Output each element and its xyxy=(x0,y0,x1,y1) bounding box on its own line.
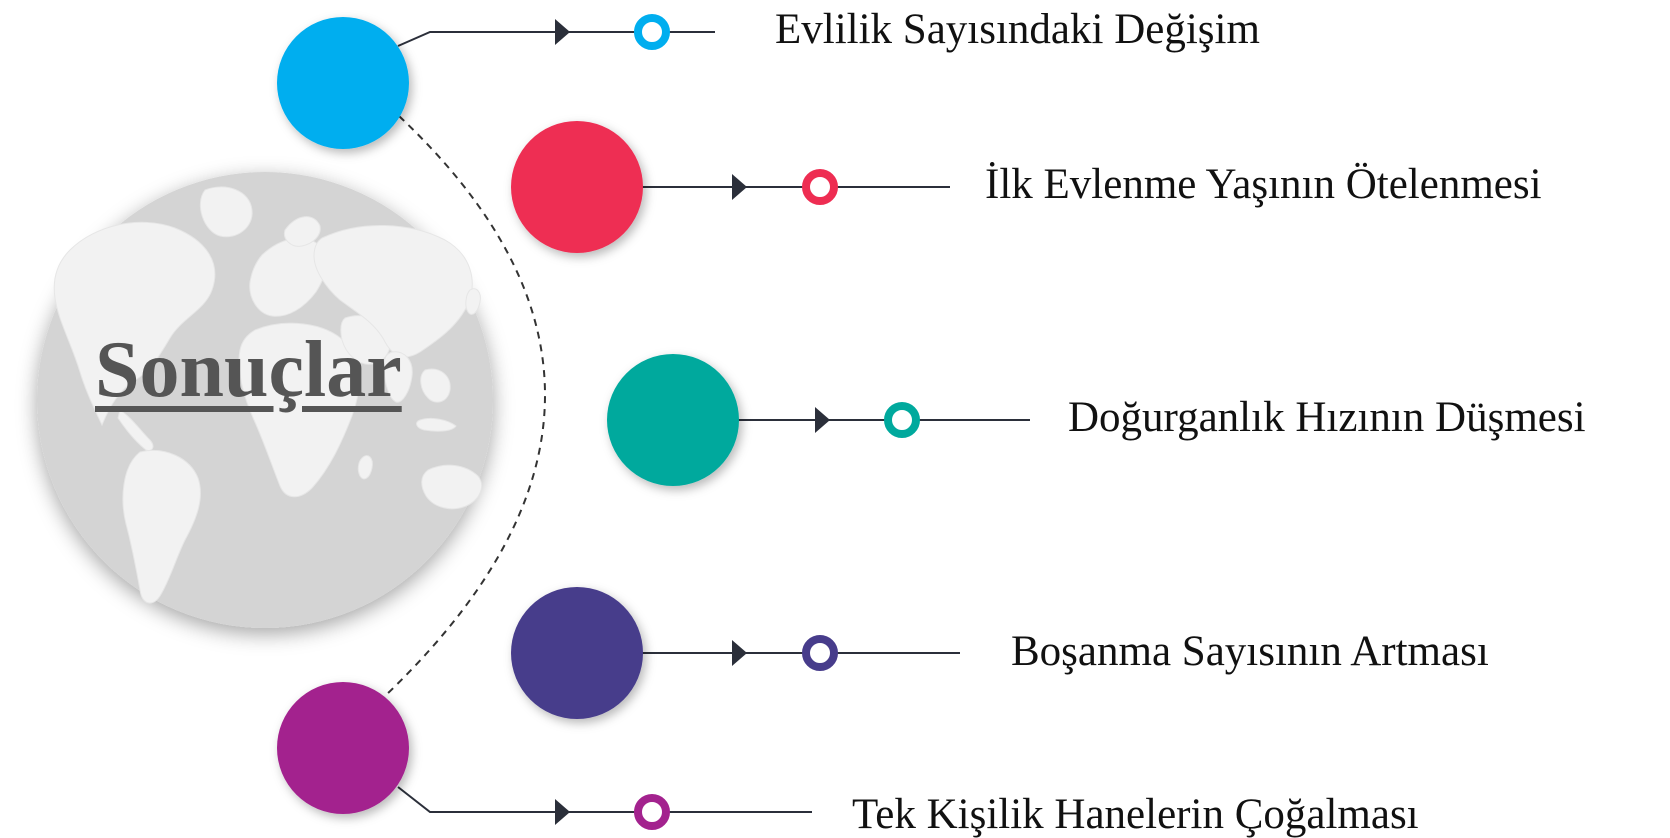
node-label: Evlilik Sayısındaki Değişim xyxy=(775,6,1260,53)
globe xyxy=(37,172,493,628)
arrow-right-icon xyxy=(815,407,830,433)
node-label: Doğurganlık Hızının Düşmesi xyxy=(1068,394,1586,441)
ring-marker-icon xyxy=(802,635,838,671)
node-circle xyxy=(511,587,643,719)
arrow-right-icon xyxy=(732,640,747,666)
arrow-right-icon xyxy=(555,799,570,825)
connector-line xyxy=(397,31,715,47)
node-5 xyxy=(277,682,812,830)
ring-marker-icon xyxy=(884,402,920,438)
node-3 xyxy=(607,354,1030,486)
dashed-arc xyxy=(369,89,546,711)
node-label: İlk Evlenme Yaşının Ötelenmesi xyxy=(985,161,1542,208)
node-4 xyxy=(511,587,960,719)
ring-marker-icon xyxy=(634,14,670,50)
node-circle xyxy=(277,682,409,814)
node-circle xyxy=(607,354,739,486)
node-label: Tek Kişilik Hanelerin Çoğalması xyxy=(852,791,1419,838)
node-2 xyxy=(511,121,950,253)
arrow-right-icon xyxy=(555,19,570,45)
page-title: Sonuçlar xyxy=(95,326,402,414)
node-label: Boşanma Sayısının Artması xyxy=(1011,628,1489,675)
connector-line xyxy=(397,786,812,813)
world-map-icon xyxy=(53,186,482,604)
ring-marker-icon xyxy=(634,794,670,830)
node-circle xyxy=(277,17,409,149)
ring-marker-icon xyxy=(802,169,838,205)
nodes-layer xyxy=(277,14,1030,830)
node-1 xyxy=(277,14,715,149)
arrow-right-icon xyxy=(732,174,747,200)
node-circle xyxy=(511,121,643,253)
